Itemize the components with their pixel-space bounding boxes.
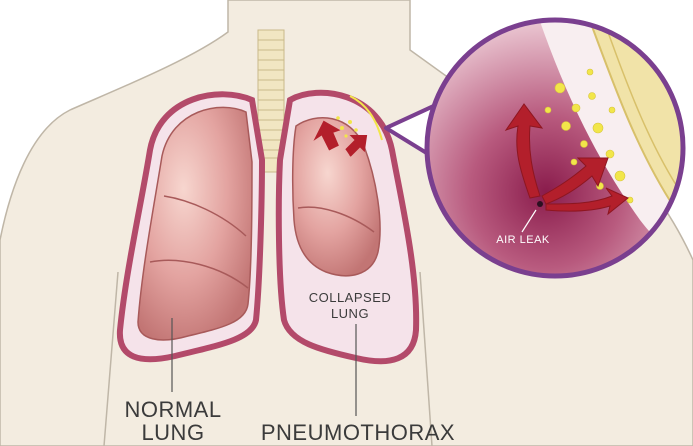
- leak-hole: [537, 201, 543, 207]
- normal-lung-label-line2: LUNG: [118, 421, 228, 444]
- collapsed-lung-label-line2: LUNG: [300, 306, 400, 322]
- collapsed-lung-label: COLLAPSED LUNG: [300, 290, 400, 322]
- collapsed-lung-label-line1: COLLAPSED: [300, 290, 400, 306]
- normal-lung-label: NORMAL LUNG: [118, 398, 228, 444]
- normal-lung-label-line1: NORMAL: [118, 398, 228, 421]
- air-leak-label: AIR LEAK: [488, 234, 558, 246]
- pneumothorax-label: PNEUMOTHORAX: [258, 421, 458, 444]
- pneumothorax-label-text: PNEUMOTHORAX: [258, 421, 458, 444]
